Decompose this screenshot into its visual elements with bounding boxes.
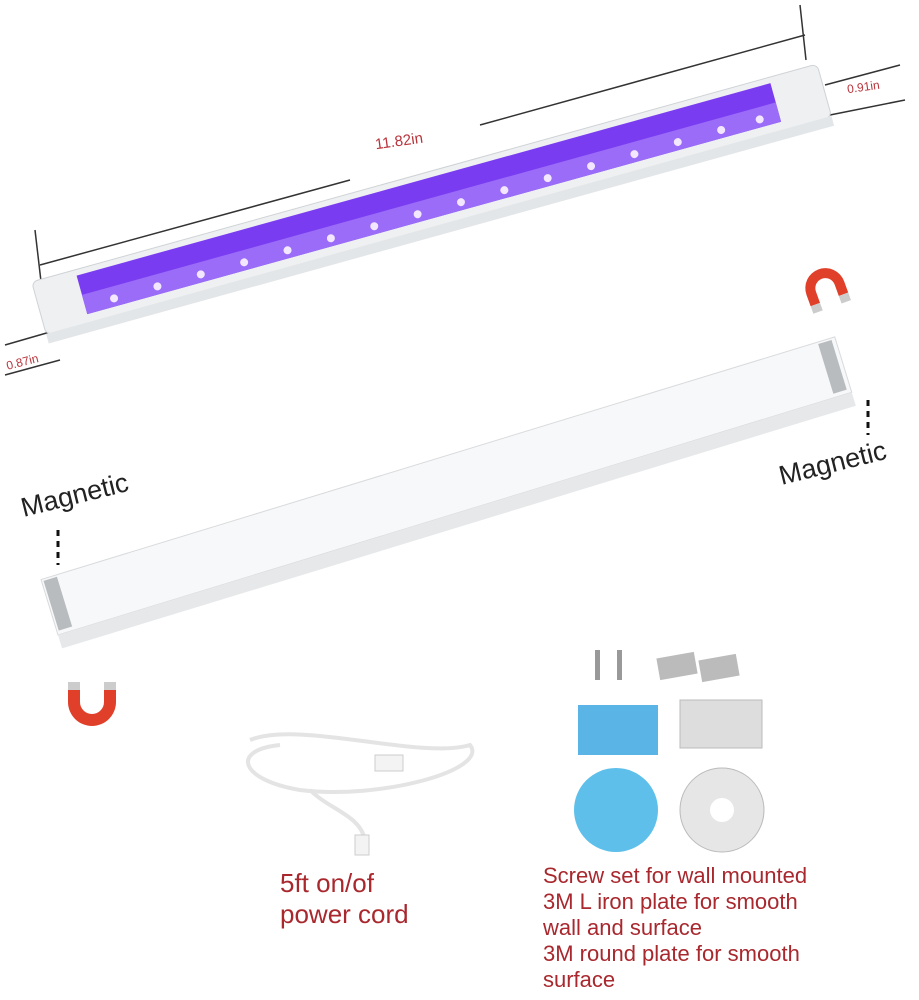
magnet-icon-bottom (68, 682, 116, 726)
accessories-caption-line: 3M round plate for smooth (543, 941, 800, 966)
magnetic-leaders (56, 400, 870, 565)
power-cord-image (246, 732, 475, 856)
cord-caption-line: power cord (280, 899, 409, 929)
cord-caption: 5ft on/of power cord (280, 870, 409, 928)
magnet-icon-top (805, 268, 851, 314)
accessories-caption-line: wall and surface (543, 915, 702, 940)
accessories-caption-line: 3M L iron plate for smooth (543, 889, 798, 914)
magnetic-bar (40, 336, 856, 649)
uv-light-bar (32, 64, 835, 344)
dimension-lines (4, 4, 906, 376)
accessories-caption-line: surface (543, 967, 616, 992)
accessories-image (574, 650, 765, 853)
cord-caption-line: 5ft on/of (280, 868, 374, 898)
accessories-caption: Screw set for wall mounted 3M L iron pla… (543, 863, 807, 993)
accessories-caption-line: Screw set for wall mounted (543, 863, 808, 888)
